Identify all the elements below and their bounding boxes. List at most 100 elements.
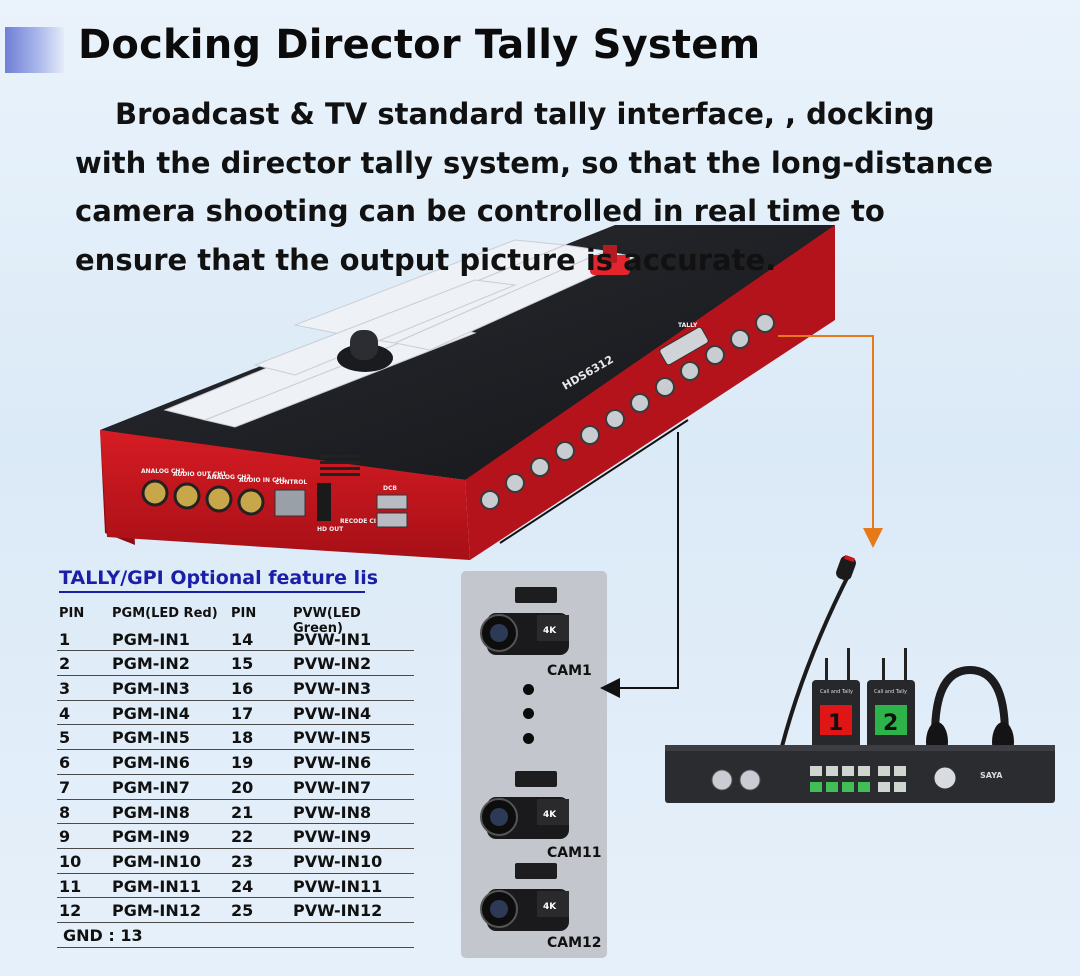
pgm-cell: PGM-IN1 xyxy=(112,629,190,649)
page-description: Broadcast & TV standard tally interface,… xyxy=(75,97,994,277)
tally-table-header: PIN PGM(LED Red) PIN PVW(LED Green) xyxy=(57,603,414,636)
table-row: 10 PGM-IN10 23 PVW-IN10 xyxy=(57,849,414,874)
pvw-cell: PVW-IN5 xyxy=(293,728,372,748)
ellipsis-dot xyxy=(523,708,534,719)
pvw-cell: PVW-IN2 xyxy=(293,654,372,674)
pgm-cell: PGM-IN8 xyxy=(112,802,190,822)
pin-cell: 8 xyxy=(59,802,71,822)
column-header: PIN xyxy=(231,606,257,621)
camera-label: CAM11 xyxy=(547,845,602,861)
ground-pin-label: GND : 13 xyxy=(63,925,143,945)
pvw-cell: PVW-IN4 xyxy=(293,703,372,723)
port-label-analog-ch2b: ANALOG CH2 xyxy=(207,474,251,481)
tally-ground-row: GND : 13 xyxy=(57,923,414,948)
pin-cell: 9 xyxy=(59,827,71,847)
pgm-cell: PGM-IN5 xyxy=(112,728,190,748)
camera-icon: 4K xyxy=(477,861,589,937)
pgm-cell: PGM-IN6 xyxy=(112,753,190,773)
table-row: 11 PGM-IN11 24 PVW-IN11 xyxy=(57,874,414,899)
pvw-cell: PVW-IN11 xyxy=(293,876,383,896)
table-row: 8 PGM-IN8 21 PVW-IN8 xyxy=(57,800,414,825)
pvw-cell: PVW-IN10 xyxy=(293,851,383,871)
beltpack-1-number: 1 xyxy=(828,711,843,736)
port-label-audio-in: AUDIO IN CH1 xyxy=(239,477,286,484)
port-label-control: CONTROL xyxy=(275,479,307,486)
pin-cell: 6 xyxy=(59,753,71,773)
beltpack-1-header: Call and Tally xyxy=(820,689,853,695)
title-accent-bar xyxy=(5,27,64,73)
intercom-tally-rack: Call and Tally 1 Call and Tally 2 SAYA xyxy=(660,550,1060,810)
pin-cell: 5 xyxy=(59,728,71,748)
ellipsis-dot xyxy=(523,733,534,744)
pvw-cell: PVW-IN12 xyxy=(293,901,383,921)
pgm-cell: PGM-IN7 xyxy=(112,777,190,797)
pin-cell: 15 xyxy=(231,654,254,674)
pin-cell: 19 xyxy=(231,753,254,773)
port-label-analog-ch2: ANALOG CH2 xyxy=(141,468,185,475)
pin-cell: 23 xyxy=(231,851,254,871)
pvw-cell: PVW-IN7 xyxy=(293,777,372,797)
pin-cell: 17 xyxy=(231,703,254,723)
camera-badge: 4K xyxy=(543,902,557,912)
port-label-hd-out: HD OUT xyxy=(317,526,344,533)
pin-cell: 12 xyxy=(59,901,82,921)
tally-heading-underline xyxy=(59,591,365,593)
beltpack-2-number: 2 xyxy=(883,711,898,736)
pin-cell: 3 xyxy=(59,679,71,699)
intercom-rack-illustration: Call and Tally 1 Call and Tally 2 SAYA xyxy=(665,555,1055,803)
video-switcher-device: HDS6312 ANALOG CH2 AUDIO OUT CH1 ANALOG … xyxy=(95,215,855,575)
pin-cell: 1 xyxy=(59,629,71,649)
pin-cell: 24 xyxy=(231,876,254,896)
port-label-usb: DCB xyxy=(383,485,397,492)
column-header: PGM(LED Red) xyxy=(112,606,218,621)
pvw-cell: PVW-IN1 xyxy=(293,629,372,649)
pgm-cell: PGM-IN2 xyxy=(112,654,190,674)
pvw-cell: PVW-IN8 xyxy=(293,802,372,822)
pin-cell: 18 xyxy=(231,728,254,748)
pin-cell: 2 xyxy=(59,654,71,674)
pin-cell: 10 xyxy=(59,851,82,871)
pin-cell: 16 xyxy=(231,679,254,699)
pvw-cell: PVW-IN3 xyxy=(293,679,372,699)
port-label-record: RECODE CI xyxy=(340,518,376,525)
pgm-cell: PGM-IN3 xyxy=(112,679,190,699)
tally-heading: TALLY/GPI Optional feature lis xyxy=(59,567,379,589)
page-title: Docking Director Tally System xyxy=(78,22,761,68)
table-row: 6 PGM-IN6 19 PVW-IN6 xyxy=(57,750,414,775)
table-row: 4 PGM-IN4 17 PVW-IN4 xyxy=(57,701,414,726)
pgm-cell: PGM-IN4 xyxy=(112,703,190,723)
port-label-audio-out: AUDIO OUT CH1 xyxy=(173,471,227,478)
pgm-cell: PGM-IN11 xyxy=(112,876,202,896)
pin-cell: 25 xyxy=(231,901,254,921)
pvw-cell: PVW-IN9 xyxy=(293,827,372,847)
video-switcher-illustration: HDS6312 ANALOG CH2 AUDIO OUT CH1 ANALOG … xyxy=(100,225,835,560)
table-row: 1 PGM-IN1 14 PVW-IN1 xyxy=(57,627,414,652)
pin-cell: 4 xyxy=(59,703,71,723)
camera-panel: 4K CAM1 4K CAM11 4K CAM12 xyxy=(461,571,607,958)
camera-label: CAM1 xyxy=(547,663,592,679)
pin-cell: 21 xyxy=(231,802,254,822)
pgm-cell: PGM-IN9 xyxy=(112,827,190,847)
camera-icon: 4K xyxy=(477,769,589,845)
table-row: 2 PGM-IN2 15 PVW-IN2 xyxy=(57,651,414,677)
camera-badge: 4K xyxy=(543,626,557,636)
camera-label: CAM12 xyxy=(547,935,602,951)
beltpack-2-header: Call and Tally xyxy=(874,689,907,695)
pin-cell: 14 xyxy=(231,629,254,649)
port-label-tally: TALLY xyxy=(678,322,698,329)
pin-cell: 22 xyxy=(231,827,254,847)
ellipsis-dot xyxy=(523,684,534,695)
table-row: 5 PGM-IN5 18 PVW-IN5 xyxy=(57,725,414,751)
column-header: PVW(LED Green) xyxy=(293,606,361,636)
camera-icon: 4K xyxy=(477,585,589,661)
rack-brand: SAYA xyxy=(980,771,1003,780)
pin-cell: 7 xyxy=(59,777,71,797)
pvw-cell: PVW-IN6 xyxy=(293,753,372,773)
table-row: 9 PGM-IN9 22 PVW-IN9 xyxy=(57,824,414,849)
table-row: 3 PGM-IN3 16 PVW-IN3 xyxy=(57,676,414,701)
pin-cell: 11 xyxy=(59,876,82,896)
pgm-cell: PGM-IN10 xyxy=(112,851,202,871)
